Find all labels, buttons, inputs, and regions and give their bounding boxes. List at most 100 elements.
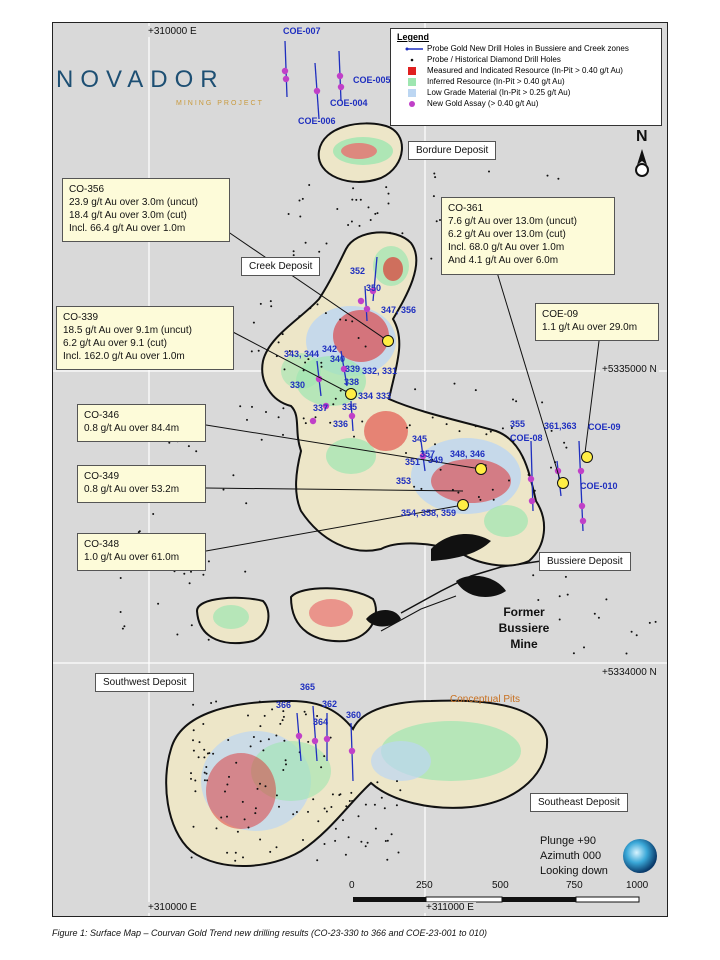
historical-drill-dot: [183, 572, 186, 575]
scale-bar: [353, 896, 640, 903]
historical-drill-dot: [334, 827, 337, 830]
historical-drill-dot: [625, 652, 628, 655]
legend-title: Legend: [397, 32, 430, 42]
historical-drill-dot: [512, 439, 515, 442]
historical-drill-dot: [654, 620, 657, 623]
historical-drill-dot: [395, 804, 398, 807]
historical-drill-dot: [197, 756, 200, 759]
historical-drill-dot: [284, 759, 287, 762]
historical-drill-dot: [390, 833, 393, 836]
historical-drill-dot: [357, 337, 360, 339]
historical-drill-dot: [364, 803, 367, 806]
historical-drill-dot: [270, 305, 273, 308]
gold-assay-dot: [348, 747, 356, 755]
historical-drill-dot: [351, 198, 354, 201]
callout-line: Incl. 66.4 g/t Au over 1.0m: [69, 223, 186, 234]
creek-bussiere-deposit-body: [261, 231, 546, 567]
historical-drill-dot: [364, 345, 367, 348]
dot-icon: [397, 55, 427, 65]
historical-drill-dot: [195, 450, 198, 453]
historical-drill-dot: [245, 502, 248, 505]
scale-tick-1000: 1000: [626, 880, 649, 891]
view-info: Plunge +90 Azimuth 000 Looking down: [540, 834, 608, 879]
gold-assay-dot: [348, 412, 356, 420]
historical-drill-dot: [307, 810, 309, 813]
historical-drill-dot: [347, 836, 350, 839]
hole-label: 348, 346: [450, 449, 486, 459]
hole-label: 337: [313, 403, 329, 413]
historical-drill-dot: [304, 422, 307, 425]
hole-label: 338: [344, 377, 360, 387]
historical-drill-dot: [323, 843, 326, 845]
historical-drill-dot: [239, 405, 242, 408]
historical-drill-dot: [563, 441, 566, 444]
historical-drill-dot: [453, 382, 456, 385]
historical-drill-dot: [254, 812, 257, 815]
historical-drill-dot: [430, 257, 433, 260]
callout-co348: CO-348 1.0 g/t Au over 61.0m: [77, 533, 206, 571]
historical-drill-dot: [510, 427, 513, 429]
historical-drill-dot: [527, 473, 530, 476]
historical-drill-dot: [489, 430, 492, 433]
deposit-label-bussiere: Bussiere Deposit: [539, 552, 631, 571]
historical-drill-dot: [374, 212, 377, 215]
historical-drill-dot: [275, 846, 278, 849]
historical-drill-dot: [317, 820, 320, 823]
historical-drill-dot: [408, 424, 411, 427]
gold-assay-dot: [315, 375, 323, 383]
historical-drill-dot: [236, 830, 239, 833]
historical-drill-dot: [210, 702, 213, 704]
historical-drill-dot: [413, 485, 416, 488]
historical-drill-dot: [287, 213, 290, 215]
historical-drill-dot: [434, 176, 437, 179]
drill-line-icon: [397, 44, 427, 54]
gold-assay-dot: [363, 305, 371, 313]
historical-drill-dot: [215, 827, 218, 830]
historical-drill-dot: [360, 840, 363, 843]
historical-drill-dot: [176, 633, 179, 636]
logo-subtitle: MINING PROJECT: [176, 100, 264, 107]
historical-drill-dot: [285, 763, 287, 766]
highlight-markers: [345, 335, 593, 511]
green-square-icon: [397, 77, 427, 87]
historical-drill-dot: [275, 734, 278, 737]
historical-drill-dot: [307, 740, 310, 743]
gold-assay-dot: [579, 517, 587, 525]
north-label: N: [636, 128, 648, 145]
deposit-label-creek: Creek Deposit: [241, 257, 321, 276]
historical-drill-dot: [259, 302, 262, 305]
historical-drill-dot: [192, 703, 195, 706]
historical-drill-dot: [259, 725, 262, 728]
historical-drill-dot: [190, 624, 193, 627]
mine-label-line-1: Former Bussiere: [498, 605, 550, 635]
mine-label-line-2: Mine: [510, 637, 538, 651]
historical-drill-dot: [347, 224, 350, 226]
historical-drill-dot: [597, 616, 600, 619]
historical-drill-dot: [325, 242, 328, 245]
purple-dot-icon: [397, 99, 427, 109]
callout-line: 1.0 g/t Au over 61.0m: [84, 552, 180, 563]
callout-co361: CO-361 7.6 g/t Au over 13.0m (uncut) 6.2…: [441, 197, 615, 275]
historical-drill-dot: [373, 803, 376, 806]
historical-drill-dot: [302, 417, 305, 420]
historical-drill-dot: [353, 435, 355, 438]
historical-drill-dot: [207, 560, 210, 563]
historical-drill-dot: [397, 851, 400, 854]
gold-assay-dot: [313, 87, 321, 95]
historical-drill-dot: [605, 598, 608, 601]
historical-drill-dot: [474, 389, 477, 392]
historical-drill-dot: [267, 738, 270, 741]
logo-name: NOVADOR: [56, 66, 225, 93]
historical-drill-dot: [283, 739, 286, 742]
historical-drill-dot: [262, 749, 265, 752]
callout-line: 7.6 g/t Au over 13.0m (uncut): [448, 216, 577, 227]
historical-drill-dot: [168, 441, 171, 444]
mine-workings: [366, 534, 542, 632]
historical-drill-dot: [532, 574, 535, 577]
blue-square-icon: [397, 88, 427, 98]
historical-drill-dot: [386, 858, 389, 861]
historical-drill-dot: [194, 790, 197, 793]
historical-drill-dot: [304, 713, 307, 716]
gold-assay-dot: [527, 475, 535, 483]
historical-drill-dot: [558, 595, 561, 598]
